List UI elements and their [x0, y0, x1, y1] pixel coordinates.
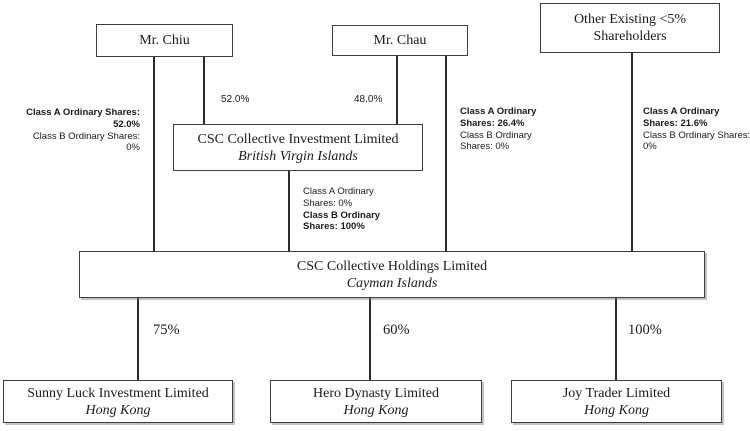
- node-title: Sunny Luck Investment Limited: [27, 385, 209, 401]
- share-label-line: Shares: 21.6%: [643, 117, 708, 129]
- connector-holdings-to-sunny: [137, 298, 139, 380]
- node-title: Hero Dynasty Limited: [313, 385, 439, 401]
- edge-label-48-percent: 48.0%: [354, 94, 383, 105]
- node-sunny-luck: Sunny Luck Investment Limited Hong Kong: [3, 380, 233, 423]
- node-title: Joy Trader Limited: [562, 385, 671, 401]
- share-label-line: Class B Ordinary: [303, 209, 381, 221]
- share-label-investment: Class A Ordinary Shares: 0% Class B Ordi…: [303, 186, 380, 233]
- node-csc-holdings: CSC Collective Holdings Limited Cayman I…: [79, 251, 705, 298]
- share-label-line: Shares: 100%: [303, 221, 365, 233]
- connector-chiu-to-holdings: [153, 57, 155, 251]
- connector-investment-to-holdings: [288, 171, 290, 251]
- node-jurisdiction: Hong Kong: [343, 402, 409, 418]
- node-jurisdiction: Hong Kong: [584, 402, 649, 418]
- node-title: CSC Collective Investment Limited: [197, 131, 399, 147]
- share-label-chau: Class A Ordinary Shares: 26.4% Class B O…: [460, 106, 536, 153]
- node-jurisdiction: Hong Kong: [85, 402, 151, 418]
- connector-chau-to-investment: [396, 56, 398, 124]
- node-title-line2: Shareholders: [593, 29, 667, 44]
- share-label-line: Shares: 26.4%: [460, 117, 525, 129]
- edge-label-52-percent: 52.0%: [221, 94, 250, 105]
- node-title: CSC Collective Holdings Limited: [296, 258, 488, 274]
- node-joy-trader: Joy Trader Limited Hong Kong: [511, 380, 722, 423]
- node-jurisdiction: British Virgin Islands: [238, 148, 358, 164]
- share-label-line: Shares: 0%: [460, 141, 510, 153]
- share-label-line: Class A Ordinary: [460, 106, 537, 117]
- share-label-line: Class A Ordinary: [303, 186, 374, 197]
- edge-label-100-percent: 100%: [628, 322, 662, 338]
- connector-chiu-to-investment: [203, 57, 205, 124]
- share-label-line: Class A Ordinary: [643, 106, 720, 117]
- share-label-line: Shares: 0%: [303, 197, 353, 209]
- node-mr-chiu: Mr. Chiu: [96, 24, 233, 57]
- share-label-other: Class A Ordinary Shares: 21.6% Class B O…: [643, 106, 750, 153]
- node-hero-dynasty: Hero Dynasty Limited Hong Kong: [270, 380, 482, 423]
- edge-label-60-percent: 60%: [383, 322, 410, 338]
- share-label-line: Class B Ordinary Shares:: [643, 129, 750, 141]
- connector-other-to-holdings: [631, 53, 633, 251]
- node-title: Mr. Chau: [373, 33, 427, 48]
- connector-chau-to-holdings: [445, 56, 447, 251]
- share-label-line: 52.0%: [113, 118, 140, 130]
- node-jurisdiction: Cayman Islands: [346, 275, 438, 291]
- share-label-line: Class B Ordinary: [460, 129, 532, 141]
- node-csc-investment: CSC Collective Investment Limited Britis…: [173, 124, 423, 171]
- share-label-chiu: Class A Ordinary Shares: 52.0% Class B O…: [10, 107, 140, 154]
- share-label-line: 0%: [643, 141, 657, 153]
- node-other-shareholders: Other Existing <5% Shareholders: [540, 3, 720, 53]
- node-title: Mr. Chiu: [139, 33, 190, 48]
- share-label-line: 0%: [126, 142, 140, 154]
- connector-holdings-to-joy: [615, 298, 617, 380]
- share-label-line: Class A Ordinary Shares:: [26, 107, 140, 118]
- edge-label-75-percent: 75%: [153, 322, 180, 338]
- share-label-line: Class B Ordinary Shares:: [32, 130, 140, 142]
- node-title: Other Existing <5%: [573, 12, 687, 27]
- node-mr-chau: Mr. Chau: [332, 25, 468, 56]
- connector-holdings-to-hero: [369, 298, 371, 380]
